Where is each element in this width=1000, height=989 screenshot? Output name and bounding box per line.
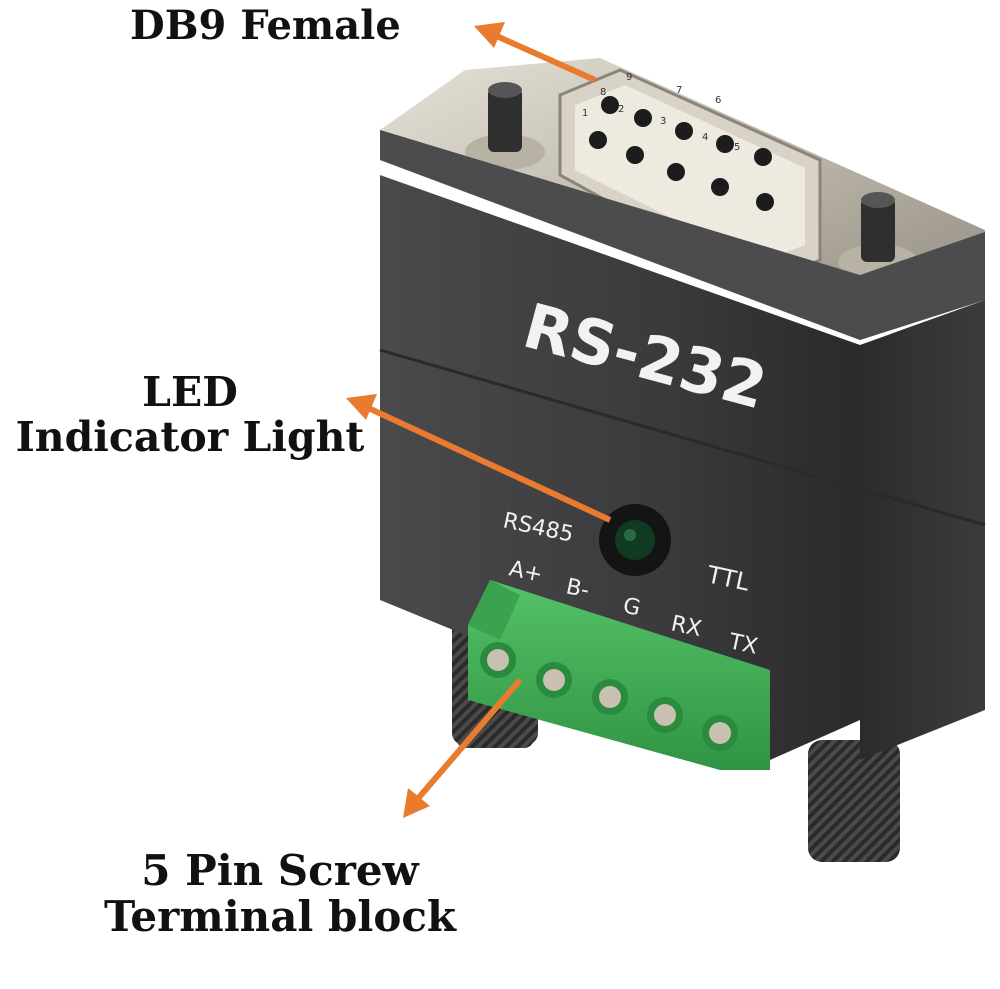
arrow-led xyxy=(346,394,612,523)
arrow-db9 xyxy=(474,22,597,83)
db9-pin-number: 7 xyxy=(676,85,682,96)
db9-pin-number: 4 xyxy=(702,132,708,143)
led-callout-line1: LED xyxy=(142,368,238,416)
db9-pin-number: 3 xyxy=(660,116,666,127)
housing xyxy=(379,130,986,760)
terminal-label-b-minus: B- xyxy=(564,574,592,603)
db9-pin-number: 6 xyxy=(715,95,721,106)
db9-pin-number: 1 xyxy=(582,108,588,119)
led-indicator xyxy=(599,504,671,576)
terminal-callout-line2: Terminal block xyxy=(103,892,457,942)
db9-callout-text: DB9 Female xyxy=(130,2,401,49)
db9-pin-number: 2 xyxy=(618,104,624,115)
jackscrew-left xyxy=(465,82,545,170)
terminal-screws xyxy=(480,642,738,751)
terminal-callout-line1: 5 Pin Screw xyxy=(141,846,419,895)
db9-pin-number: 8 xyxy=(600,87,606,98)
db9-callout: DB9 Female xyxy=(130,4,401,48)
db9-pin-number: 9 xyxy=(626,72,632,83)
terminal-label-rx: RX xyxy=(669,611,704,642)
arrow-terminal-block xyxy=(403,678,523,818)
db9-pin-numbers: 9 8 7 6 5 4 3 2 1 xyxy=(582,72,740,153)
led-callout-line2: Indicator Light xyxy=(15,413,365,462)
terminal-block xyxy=(468,580,770,770)
terminal-label-g: G xyxy=(621,593,643,621)
terminal-label-tx: TX xyxy=(726,629,760,660)
terminal-block-callout: 5 Pin Screw Terminal block xyxy=(90,846,470,942)
led-callout: LED Indicator Light xyxy=(0,368,380,462)
bottom-screw-right xyxy=(808,740,900,862)
db9-pin-number: 5 xyxy=(734,142,740,153)
db9-pin-holes xyxy=(589,96,774,211)
